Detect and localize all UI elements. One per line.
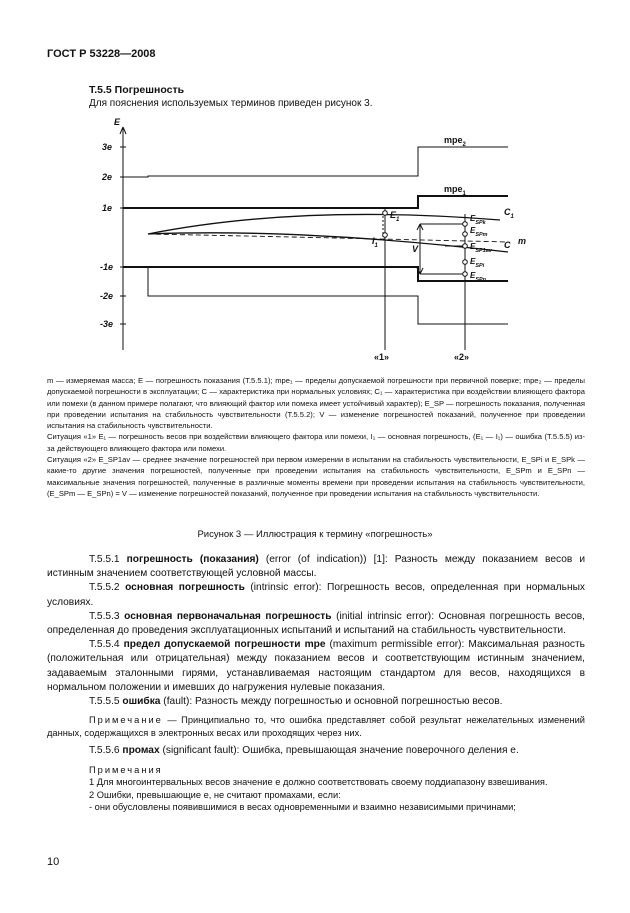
figure-legend: m — измеряемая масса; E — погрешность по… [47, 375, 585, 499]
curve-C1 [147, 213, 501, 235]
mpe1-upper [123, 195, 508, 209]
label-ESPi: ESPi [470, 257, 485, 269]
curve-m [147, 233, 509, 243]
notes-heading: Примечания [89, 764, 163, 775]
legend-situation-2: Ситуация «2» E_SP1av — среднее значение … [47, 455, 585, 498]
definition-5-5-6: Т.5.5.6 промах (significant fault): Ошиб… [89, 745, 519, 757]
label-mpe1: mpe1 [444, 184, 467, 197]
note: Примечание — Принципиально то, что ошибк… [47, 715, 585, 738]
tick-3e: 3e [102, 142, 112, 152]
label-C1: C1 [504, 207, 515, 220]
point-I1 [382, 232, 388, 238]
y-axis-label: E [114, 117, 121, 127]
label-I1: I1 [372, 236, 379, 249]
label-ESP1av: ESP1av [470, 242, 493, 254]
mpe1-lower [123, 266, 508, 282]
definition-5-5-4: Т.5.5.4 предел допускаемой погрешности m… [47, 639, 585, 693]
note-1: 1 Для многоинтервальных весов значение e… [89, 777, 548, 788]
tick-1e: 1e [102, 203, 112, 213]
label-ESPm: ESPm [470, 226, 488, 238]
definition-5-5-1: Т.5.5.1 погрешность (показания) (error (… [47, 554, 586, 580]
tick-2e: 2e [101, 172, 112, 182]
document-header: ГОСТ Р 53228—2008 [47, 48, 156, 60]
mpe2-upper [123, 146, 508, 178]
point-E1 [382, 210, 388, 216]
label-V: V [412, 244, 419, 254]
legend-situation-1: Ситуация «1» E₁ — погрешность весов при … [47, 432, 585, 453]
legend-definitions: m — измеряемая масса; E — погрешность по… [47, 376, 585, 431]
label-E1: E1 [390, 210, 400, 223]
figure-caption: Рисунок 3 — Иллюстрация к термину «погре… [197, 529, 433, 540]
mpe2-lower [123, 266, 508, 325]
label-C: C [504, 240, 511, 250]
label-ESPn: ESPn [470, 271, 487, 283]
definition-5-5-5: Т.5.5.5 ошибка (fault): Разность между п… [89, 696, 503, 708]
label-ESPk: ESPk [470, 214, 487, 226]
marker-2: «2» [454, 352, 469, 362]
page-number: 10 [47, 856, 60, 868]
label-m: m [518, 236, 526, 246]
tick-m3e: -3e [100, 319, 113, 329]
error-diagram: E 3e 2e 1e -1e -2e -3e «1» «2» mpe2 mpe1… [100, 117, 526, 362]
section-title: Т.5.5 Погрешность [89, 84, 185, 96]
intro-text: Для пояснения используемых терминов прив… [89, 98, 373, 109]
tick-m2e: -2e [100, 291, 113, 301]
definition-5-5-3: Т.5.5.3 основная первоначальная погрешно… [47, 610, 585, 637]
tick-m1e: -1e [100, 262, 113, 272]
curve-C [147, 232, 509, 253]
label-mpe2: mpe2 [444, 135, 467, 148]
note-3: - они обусловлены появившимися в весах о… [89, 802, 516, 813]
marker-1: «1» [374, 352, 389, 362]
definition-5-5-2: Т.5.5.2 основная погрешность (intrinsic … [47, 582, 585, 608]
definitions-body: Т.5.5.1 погрешность (показания) (error (… [47, 553, 585, 814]
note-2: 2 Ошибки, превышающие e, не считают пром… [89, 789, 341, 800]
